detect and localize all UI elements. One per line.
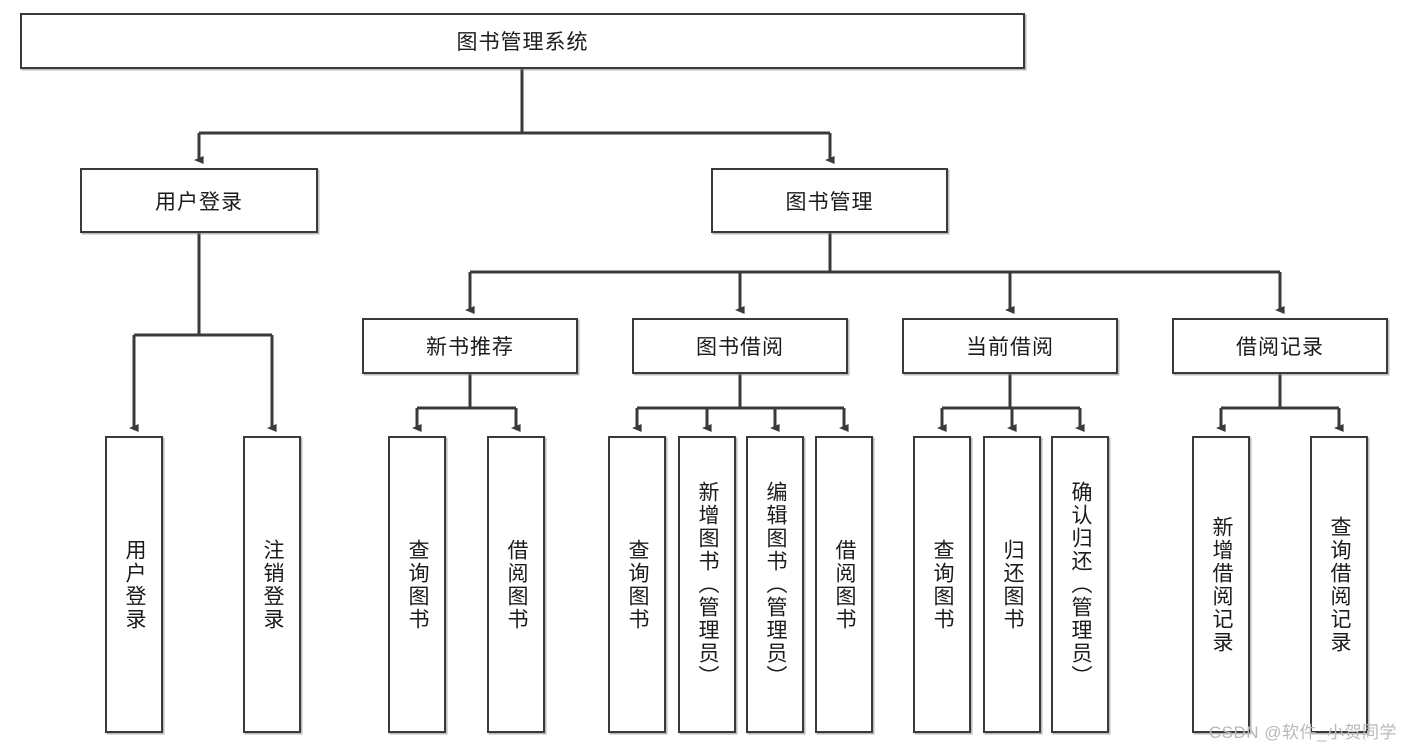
- node-user-login[interactable]: 用户登录: [80, 168, 318, 233]
- node-leaf-borrow-book-2[interactable]: 借阅图书: [815, 436, 873, 733]
- node-leaf-borrow-book-2-label: 借阅图书: [833, 538, 857, 631]
- node-leaf-add-book[interactable]: 新增图书（管理员）: [678, 436, 736, 733]
- node-leaf-logout[interactable]: 注销登录: [243, 436, 301, 733]
- node-leaf-query-record-label: 查询借阅记录: [1328, 515, 1352, 654]
- node-leaf-add-book-label: 新增图书（管理员）: [696, 481, 720, 688]
- node-leaf-logout-label: 注销登录: [261, 538, 285, 631]
- node-leaf-query-book-2-label: 查询图书: [626, 538, 650, 631]
- node-current-borrow-label: 当前借阅: [966, 336, 1054, 359]
- node-leaf-query-book-3-label: 查询图书: [931, 538, 955, 631]
- node-leaf-add-record[interactable]: 新增借阅记录: [1192, 436, 1250, 733]
- node-leaf-return-book[interactable]: 归还图书: [983, 436, 1041, 733]
- node-book-manage[interactable]: 图书管理: [711, 168, 948, 233]
- node-leaf-borrow-book-1-label: 借阅图书: [505, 538, 529, 631]
- node-borrow-record[interactable]: 借阅记录: [1172, 318, 1388, 374]
- node-leaf-user-login-label: 用户登录: [123, 538, 147, 631]
- node-leaf-borrow-book-1[interactable]: 借阅图书: [487, 436, 545, 733]
- node-leaf-query-record[interactable]: 查询借阅记录: [1310, 436, 1368, 733]
- node-leaf-add-record-label: 新增借阅记录: [1210, 515, 1234, 654]
- node-book-borrow[interactable]: 图书借阅: [632, 318, 848, 374]
- node-leaf-query-book-1-label: 查询图书: [406, 538, 430, 631]
- node-leaf-confirm-return-label: 确认归还（管理员）: [1069, 481, 1093, 688]
- node-book-borrow-label: 图书借阅: [696, 336, 784, 359]
- node-leaf-user-login[interactable]: 用户登录: [105, 436, 163, 733]
- node-leaf-edit-book[interactable]: 编辑图书（管理员）: [746, 436, 804, 733]
- node-leaf-edit-book-label: 编辑图书（管理员）: [764, 481, 788, 688]
- node-new-book-rec[interactable]: 新书推荐: [362, 318, 578, 374]
- csdn-watermark: CSDN @软件_小贺同学: [1208, 723, 1397, 742]
- node-user-login-label: 用户登录: [155, 190, 243, 214]
- node-leaf-query-book-2[interactable]: 查询图书: [608, 436, 666, 733]
- node-current-borrow[interactable]: 当前借阅: [902, 318, 1118, 374]
- node-root[interactable]: 图书管理系统: [20, 13, 1025, 69]
- node-leaf-query-book-3[interactable]: 查询图书: [913, 436, 971, 733]
- node-leaf-confirm-return[interactable]: 确认归还（管理员）: [1051, 436, 1109, 733]
- node-leaf-query-book-1[interactable]: 查询图书: [388, 436, 446, 733]
- node-book-manage-label: 图书管理: [785, 190, 874, 214]
- node-leaf-return-book-label: 归还图书: [1001, 538, 1025, 631]
- node-root-label: 图书管理系统: [456, 31, 589, 54]
- node-borrow-record-label: 借阅记录: [1236, 336, 1324, 359]
- node-new-book-rec-label: 新书推荐: [426, 336, 514, 359]
